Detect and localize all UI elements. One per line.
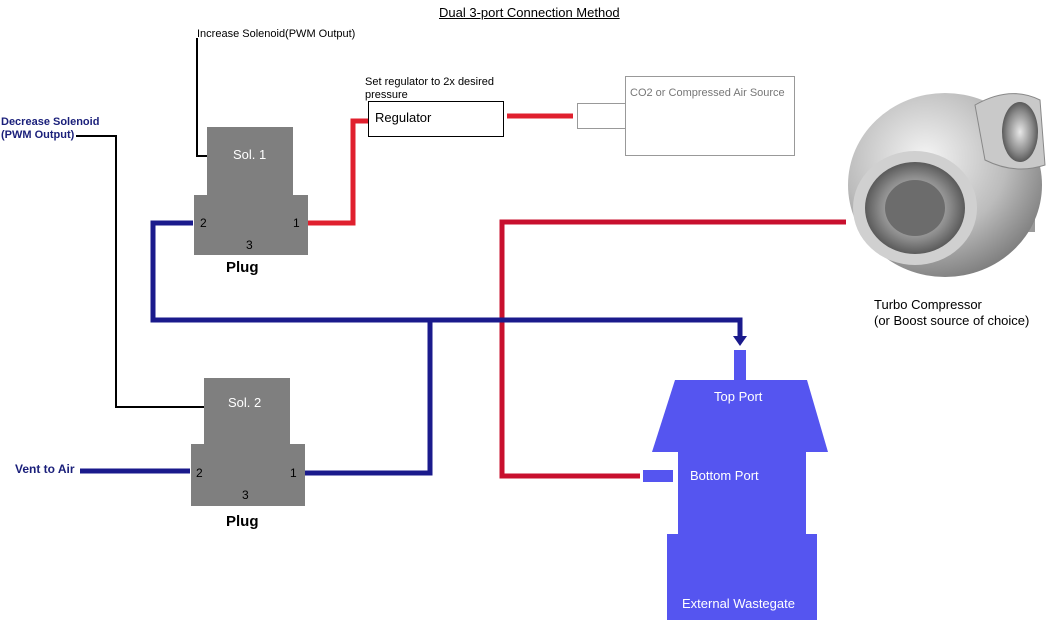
wastegate-top: [652, 380, 828, 452]
co2-source-fitting: [577, 103, 626, 129]
turbo-label: Turbo Compressor (or Boost source of cho…: [874, 297, 1029, 329]
decrease-solenoid-wire: [76, 135, 205, 408]
regulator-box: Regulator: [368, 101, 504, 137]
wastegate-bottom: [667, 534, 817, 620]
regulator-note-line2: pressure: [365, 89, 408, 101]
solenoid-2-port-2: 2: [196, 466, 203, 480]
turbo-compressor-image: [848, 93, 1046, 277]
solenoid-2-port-1: 1: [290, 466, 297, 480]
increase-solenoid-wire: [196, 38, 208, 157]
solenoid-1-lower: [194, 195, 308, 255]
solenoid-2-name: Sol. 2: [228, 395, 262, 410]
diagram-title: Dual 3-port Connection Method: [439, 5, 620, 20]
wastegate-side-nipple: [643, 470, 673, 482]
solenoid-1-upper: [207, 127, 293, 195]
turbo-label-line1: Turbo Compressor: [874, 297, 982, 312]
solenoid-1-port-2: 2: [200, 216, 207, 230]
regulator-label: Regulator: [375, 110, 432, 125]
solenoid-2-lower: [191, 444, 305, 506]
wastegate-top-port-label: Top Port: [714, 389, 763, 404]
turbo-label-line2: (or Boost source of choice): [874, 313, 1030, 328]
wastegate-top-nipple: [734, 350, 746, 380]
sol1-port2-line: [150, 220, 743, 338]
decrease-solenoid-label-line2: (PWM Output): [1, 129, 75, 141]
regulator-feed-line: [308, 118, 368, 226]
solenoid-1-port-1: 1: [293, 216, 300, 230]
solenoid-1-name: Sol. 1: [233, 147, 267, 162]
solenoid-2-upper: [204, 378, 290, 444]
wastegate-bottom-port-label: Bottom Port: [690, 468, 759, 483]
solenoid-1-plug-label: Plug: [226, 259, 259, 276]
increase-solenoid-label: Increase Solenoid(PWM Output): [197, 28, 356, 40]
sol2-port1-line: [302, 320, 433, 476]
wastegate-name-label: External Wastegate: [682, 596, 795, 611]
boost-line: [499, 219, 846, 479]
co2-source-label: CO2 or Compressed Air Source: [630, 87, 785, 99]
top-port-arrow: [733, 336, 747, 346]
vent-to-air-label: Vent to Air: [15, 462, 75, 476]
decrease-solenoid-label-line1: Decrease Solenoid: [1, 116, 100, 128]
wastegate-middle: [678, 452, 806, 534]
solenoid-2-port-3: 3: [242, 488, 249, 502]
co2-source-box: CO2 or Compressed Air Source: [625, 76, 795, 156]
decrease-solenoid-label: Decrease Solenoid (PWM Output): [1, 116, 99, 142]
regulator-note: Set regulator to 2x desired pressure: [365, 76, 494, 102]
regulator-note-line1: Set regulator to 2x desired: [365, 76, 495, 88]
solenoid-2-plug-label: Plug: [226, 513, 259, 530]
solenoid-1-port-3: 3: [246, 238, 253, 252]
